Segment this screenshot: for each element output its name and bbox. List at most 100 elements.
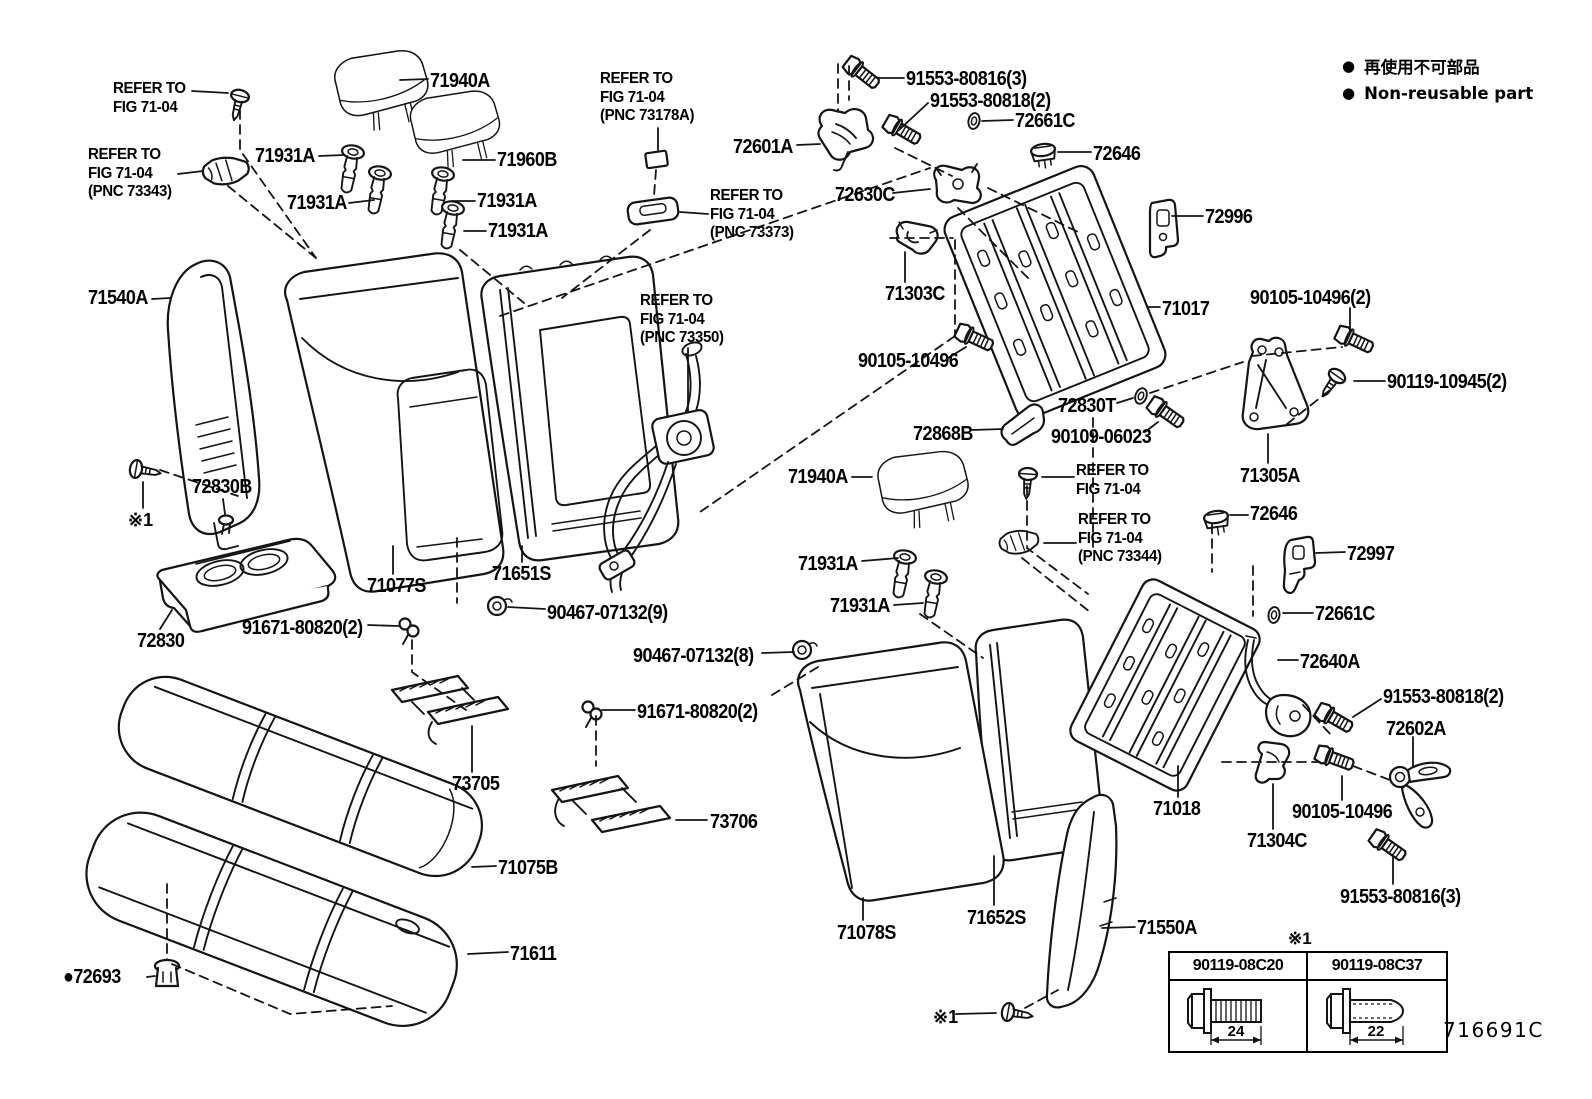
part-label-72646-1[interactable]: 72646 bbox=[1093, 143, 1141, 165]
part-label-72997[interactable]: 72997 bbox=[1347, 543, 1395, 565]
drawing-clip-91671-1 bbox=[398, 617, 420, 646]
drawing-spacer-pnc73178a bbox=[644, 149, 669, 170]
part-label-71652s[interactable]: 71652S bbox=[967, 907, 1026, 929]
part-label-72661c-2[interactable]: 72661C bbox=[1315, 603, 1375, 625]
part-label-71931a-3[interactable]: 71931A bbox=[477, 190, 537, 212]
drawing-seat-belt bbox=[598, 341, 715, 593]
part-label-71540a[interactable]: 71540A bbox=[88, 287, 148, 309]
part-label-71940a-1[interactable]: 71940A bbox=[430, 70, 490, 92]
note-star1-1: ※1 bbox=[128, 510, 154, 530]
part-label-71931a-4[interactable]: 71931A bbox=[488, 220, 548, 242]
part-label-72830[interactable]: 72830 bbox=[137, 630, 185, 652]
part-label-71303c[interactable]: 71303C bbox=[885, 283, 945, 305]
bolt-length-08c37: 22 bbox=[1368, 1023, 1385, 1040]
part-label-90105-10496-2[interactable]: 90105-10496 bbox=[1292, 801, 1393, 823]
part-label-91553-80816-2[interactable]: 91553-80816(3) bbox=[1340, 886, 1461, 908]
drawing-headrest-71960b bbox=[407, 87, 505, 172]
drawing-grommet-90467-8 bbox=[791, 639, 819, 661]
part-label-71960b[interactable]: 71960B bbox=[497, 149, 557, 171]
drawing-guide-pin-71931a-4 bbox=[433, 198, 467, 252]
drawing-guide-pin-71931a-2 bbox=[360, 163, 394, 217]
part-label-90467-07132-9[interactable]: 90467-07132(9) bbox=[547, 602, 668, 624]
drawing-bolt-90109-06023 bbox=[1144, 393, 1188, 433]
part-label-72602a[interactable]: 72602A bbox=[1386, 718, 1446, 740]
drawing-grommet-90467-9 bbox=[486, 595, 514, 617]
legend: ● 再使用不可部品 ● Non-reusable part bbox=[1342, 54, 1533, 109]
drawing-clip-91671-2 bbox=[581, 700, 603, 729]
part-label-72601a[interactable]: 72601A bbox=[733, 136, 793, 158]
drawing-ring-72661c-1 bbox=[966, 111, 982, 131]
drawing-seatback-cushion-71078s bbox=[797, 641, 1005, 902]
part-label-72661c-1[interactable]: 72661C bbox=[1015, 110, 1075, 132]
part-label-91671-80820-2[interactable]: 91671-80820(2) bbox=[637, 701, 758, 723]
legend-text-jp: 再使用不可部品 bbox=[1364, 58, 1480, 77]
part-label-90105-10496-1[interactable]: 90105-10496 bbox=[858, 350, 959, 372]
drawing-clip-72830b bbox=[217, 514, 235, 535]
drawing-seatback-frame-71017 bbox=[943, 165, 1167, 419]
part-label-71940a-2[interactable]: 71940A bbox=[788, 466, 848, 488]
bolt-length-08c20: 24 bbox=[1228, 1023, 1245, 1040]
part-label-72830b[interactable]: 72830B bbox=[192, 476, 252, 498]
refer-note-pnc73344: REFER TO FIG 71-04 (PNC 73344) bbox=[1078, 511, 1162, 566]
refer-note-fig71-04-a: REFER TO FIG 71-04 bbox=[113, 80, 186, 116]
part-label-73706[interactable]: 73706 bbox=[710, 811, 758, 833]
part-label-71017[interactable]: 71017 bbox=[1162, 298, 1210, 320]
drawing-release-cable-72640a bbox=[1244, 635, 1312, 738]
drawing-bolt-91553-80816-1 bbox=[840, 53, 884, 93]
part-label-72996[interactable]: 72996 bbox=[1205, 206, 1253, 228]
drawing-clip-72693 bbox=[153, 958, 181, 988]
legend-text-en: Non-reusable part bbox=[1364, 84, 1534, 103]
drawing-bench-cushion-71075b bbox=[117, 675, 484, 878]
part-label-71931a-6[interactable]: 71931A bbox=[830, 595, 890, 617]
part-label-91553-80818-2[interactable]: 91553-80818(2) bbox=[1383, 686, 1504, 708]
drawing-armrest-72830 bbox=[156, 537, 337, 633]
drawing-hinge-73706 bbox=[550, 774, 672, 834]
drawing-bolt-90105-10496-2 bbox=[1312, 742, 1357, 775]
part-label-71305a[interactable]: 71305A bbox=[1240, 465, 1300, 487]
part-label-71018[interactable]: 71018 bbox=[1153, 798, 1201, 820]
part-label-90467-07132-8[interactable]: 90467-07132(8) bbox=[633, 645, 754, 667]
drawing-cover-72868b bbox=[1000, 403, 1046, 447]
legend-row-jp: ● 再使用不可部品 bbox=[1342, 54, 1533, 78]
part-label-71611[interactable]: 71611 bbox=[510, 943, 557, 965]
drawing-hinge-bracket-71305a bbox=[1241, 336, 1310, 431]
bolt-size-table: ※1 90119-08C20 90119-08C37 24 bbox=[1168, 929, 1448, 1053]
part-label-71078s[interactable]: 71078S bbox=[837, 922, 896, 944]
part-label-72868b[interactable]: 72868B bbox=[913, 423, 973, 445]
drawing-guide-pin-71931a-1 bbox=[333, 142, 367, 196]
part-label-71075b[interactable]: 71075B bbox=[498, 857, 558, 879]
part-label-72630c[interactable]: 72630C bbox=[835, 184, 895, 206]
part-label-90119-10945[interactable]: 90119-10945(2) bbox=[1387, 371, 1507, 393]
refer-note-pnc73343: REFER TO FIG 71-04 (PNC 73343) bbox=[88, 146, 172, 201]
drawing-side-garnish-71550a bbox=[1045, 793, 1118, 1009]
non-reusable-bullet-icon: ● bbox=[1342, 84, 1356, 102]
part-label-91671-80820-1[interactable]: 91671-80820(2) bbox=[242, 617, 363, 639]
part-label-72830t[interactable]: 72830T bbox=[1058, 395, 1116, 417]
part-label-71931a-1[interactable]: 71931A bbox=[255, 145, 315, 167]
assembly-reference-lines bbox=[159, 63, 1391, 1015]
drawing-hinge-72630c bbox=[933, 163, 982, 205]
part-label-71931a-2[interactable]: 71931A bbox=[287, 192, 347, 214]
part-label-71550a[interactable]: 71550A bbox=[1137, 917, 1197, 939]
part-label-91553-80816-1[interactable]: 91553-80816(3) bbox=[906, 68, 1027, 90]
drawing-bracket-72996 bbox=[1148, 198, 1180, 259]
drawing-hinge-73705 bbox=[390, 674, 510, 745]
part-label-90109-06023[interactable]: 90109-06023 bbox=[1051, 426, 1152, 448]
drawing-seatback-cushion-71077s bbox=[284, 252, 505, 593]
drawing-clip-72646-2 bbox=[1202, 508, 1232, 538]
part-label-72693[interactable]: ●72693 bbox=[63, 966, 121, 988]
part-label-71931a-5[interactable]: 71931A bbox=[798, 553, 858, 575]
drawing-side-garnish-71540a bbox=[166, 259, 261, 551]
part-label-73705[interactable]: 73705 bbox=[452, 773, 500, 795]
drawing-ring-72661c-2 bbox=[1266, 605, 1282, 625]
part-label-71077s[interactable]: 71077S bbox=[367, 575, 426, 597]
part-label-90105-10496-x2[interactable]: 90105-10496(2) bbox=[1250, 287, 1371, 309]
refer-note-fig71-04-b: REFER TO FIG 71-04 bbox=[1076, 462, 1149, 498]
part-label-91553-80818-1[interactable]: 91553-80818(2) bbox=[930, 90, 1051, 112]
drawing-guide-pin-71931a-6 bbox=[916, 567, 950, 621]
part-label-71651s[interactable]: 71651S bbox=[492, 563, 551, 585]
part-label-72646-2[interactable]: 72646 bbox=[1250, 503, 1298, 525]
part-label-71304c[interactable]: 71304C bbox=[1247, 830, 1307, 852]
part-label-72640a[interactable]: 72640A bbox=[1300, 651, 1360, 673]
